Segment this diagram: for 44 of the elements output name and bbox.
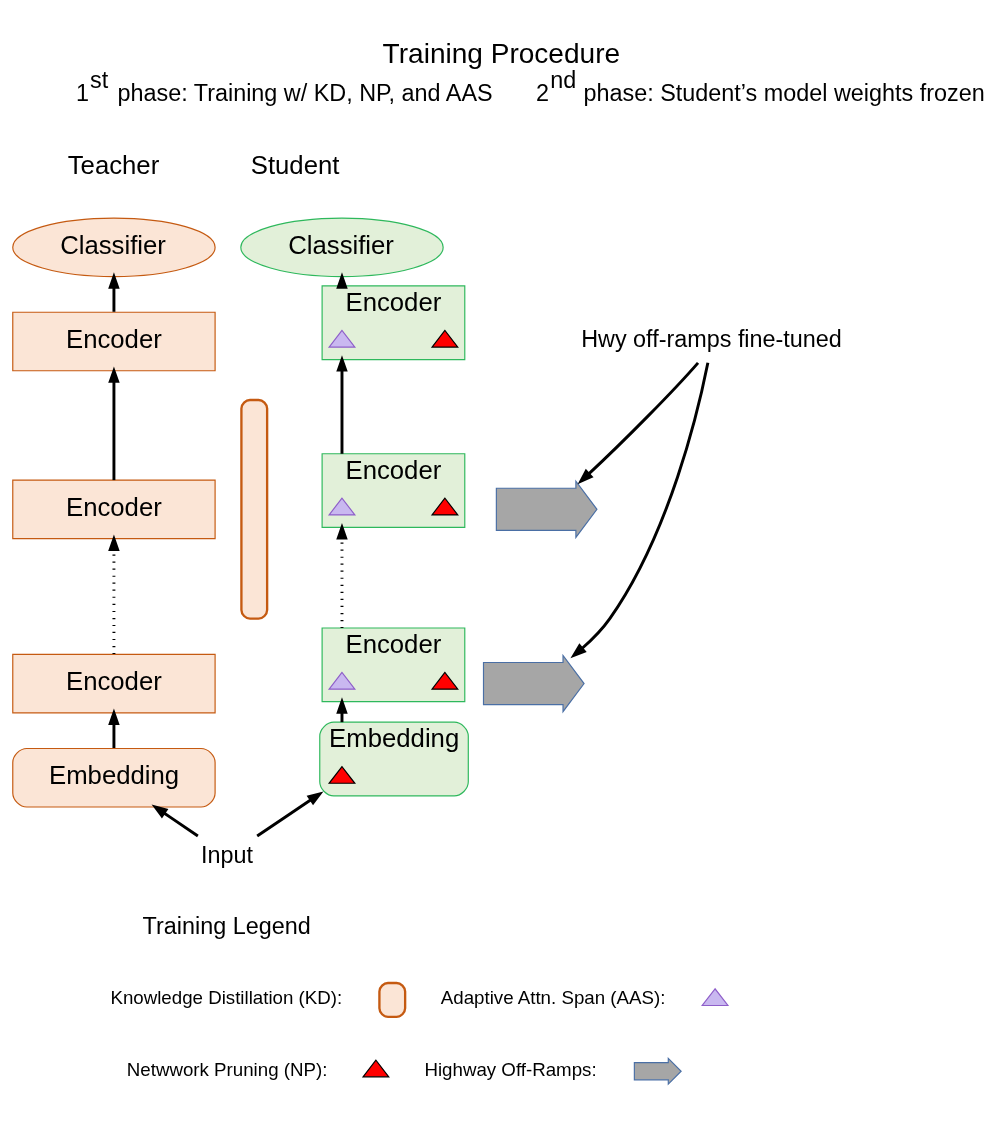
node-box: Encoder [12, 311, 216, 371]
cluster: Embedding [319, 721, 469, 796]
arrow [151, 804, 199, 837]
arrow [570, 361, 710, 658]
cluster: Encoder [321, 452, 466, 528]
node-triangle [327, 765, 357, 784]
arrow [108, 365, 120, 480]
node-ellipse: Classifier [12, 217, 216, 277]
arrow [336, 522, 348, 628]
arrow [336, 354, 348, 454]
node-brace [378, 981, 407, 1018]
node-triangle [430, 496, 459, 515]
cluster: Encoder [321, 626, 466, 702]
arrow [577, 361, 700, 484]
node-triangle [327, 496, 357, 515]
diagram-title: Training Procedure [382, 37, 621, 69]
legend-label: Knowledge Distillation (KD): [110, 986, 343, 1008]
cluster: Encoder [321, 284, 466, 360]
legend-label: Adaptive Attn. Span (AAS): [440, 986, 666, 1008]
node-ellipse: Classifier [240, 217, 444, 277]
node-triangle [361, 1058, 390, 1077]
node-box: Embedding [12, 747, 216, 808]
node-text: Hwy off-ramps fine-tuned [581, 325, 842, 352]
arrow [256, 790, 324, 837]
legend-label: Netwwork Pruning (NP): [126, 1058, 328, 1080]
label: Training Legend [142, 912, 311, 939]
node-triangle [327, 671, 357, 690]
node-arrow [482, 653, 585, 713]
node-arrow [495, 479, 598, 539]
node-box: Encoder [12, 653, 216, 713]
node-triangle [327, 328, 357, 348]
arrow [108, 534, 120, 654]
node-text: Input [201, 841, 254, 868]
node-arrow [633, 1056, 682, 1086]
arrow [108, 271, 120, 312]
label: Student [250, 150, 340, 179]
node-brace [240, 398, 269, 620]
node-triangle [430, 671, 459, 690]
node-box: Encoder [12, 479, 216, 539]
legend-label: Highway Off-Ramps: [424, 1058, 597, 1080]
node-triangle [430, 328, 459, 348]
label: Teacher [67, 150, 160, 179]
arrow [108, 708, 120, 748]
node-triangle [701, 987, 730, 1006]
